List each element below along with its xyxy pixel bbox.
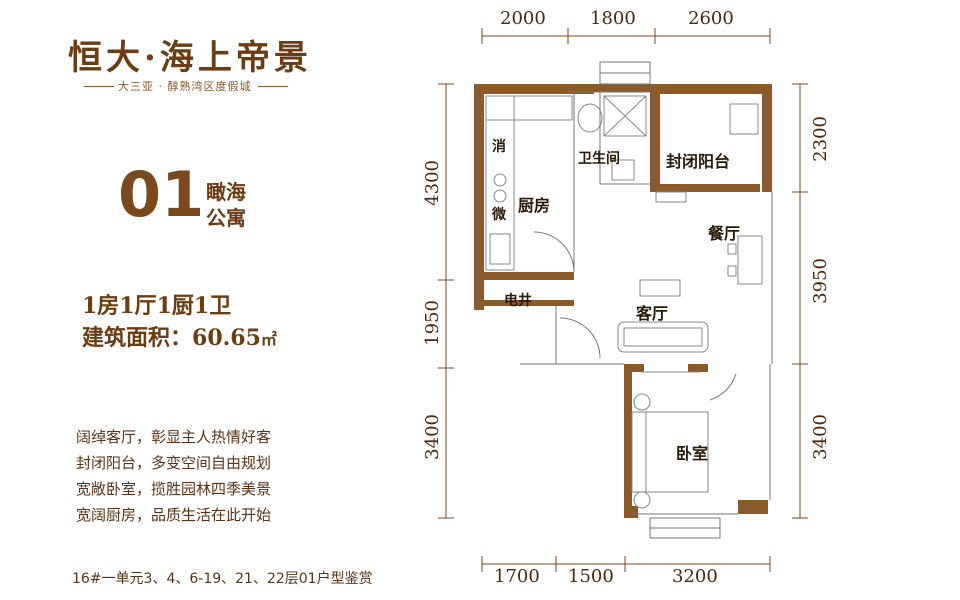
top-window [599,61,651,85]
feature-item: 封闭阳台，多变空间自由规划 [76,454,272,472]
dim-bottom-3: 3200 [672,566,718,587]
room-balcony: 封闭阳台 [666,152,731,171]
floor-note: 16#一单元3、4、6-19、21、22层01户型鉴赏 [72,571,373,587]
area-unit: ㎡ [260,330,277,349]
label-disinfect: 消 [492,139,506,155]
dim-top-1: 2000 [500,8,546,29]
area-line: 建筑面积：60.65㎡ [82,320,277,352]
top-dimension-line [481,28,771,44]
room-kitchen: 厨房 [518,196,551,215]
room-bathroom: 卫生间 [578,151,620,167]
brand-title: 恒大·海上帝景 [68,38,312,78]
right-dimension-line [792,83,808,519]
area-label: 建筑面积： [82,325,193,351]
unit-number: 01 [118,158,205,231]
dim-right-1: 2300 [810,116,831,162]
dim-right-2: 3950 [810,258,831,304]
layout-spec: 1房1厅1厨1卫 [82,293,232,319]
bathroom-fixtures [577,95,647,181]
dim-left-3: 3400 [422,414,443,460]
balcony-fixture [655,103,759,203]
kitchen-counter [485,95,573,271]
dim-top-3: 2600 [688,8,734,29]
bedroom-bed [631,371,709,509]
feature-item: 阔绰客厅，彰显主人热情好客 [76,428,272,446]
dim-top-2: 1800 [590,8,636,29]
feature-item: 宽敞卧室，揽胜园林四季美景 [76,480,272,498]
bottom-dimension-line [481,556,771,572]
interior-lines [520,91,773,515]
left-dimension-line [438,83,454,519]
feature-list: 阔绰客厅，彰显主人热情好客 封闭阳台，多变空间自由规划 宽敞卧室，揽胜园林四季美… [76,424,271,528]
unit-type-line2: 公寓 [206,206,246,230]
dim-right-3: 3400 [810,414,831,460]
bottom-window [649,517,721,539]
living-furniture [617,279,709,353]
dining-table [727,235,763,285]
unit-type-line1: 瞰海 [206,180,246,204]
feature-item: 宽阔厨房，品质生活在此开始 [76,506,272,524]
subtitle-rule-right [258,86,288,87]
area-value: 60.65 [192,325,261,351]
label-microwave: 微 [492,207,506,223]
room-bedroom: 卧室 [676,444,709,463]
room-living: 客厅 [636,304,669,323]
dim-left-2: 1950 [422,300,443,346]
dim-bottom-2: 1500 [568,566,614,587]
room-dining: 餐厅 [708,224,741,243]
subtitle-rule-left [84,86,114,87]
dim-bottom-1: 1700 [494,566,540,587]
walls [474,84,772,518]
room-shaft: 电井 [504,293,532,309]
dim-left-1: 4300 [422,160,443,206]
brand-subtitle: 大三亚 · 醇熟湾区度假城 [118,80,252,93]
